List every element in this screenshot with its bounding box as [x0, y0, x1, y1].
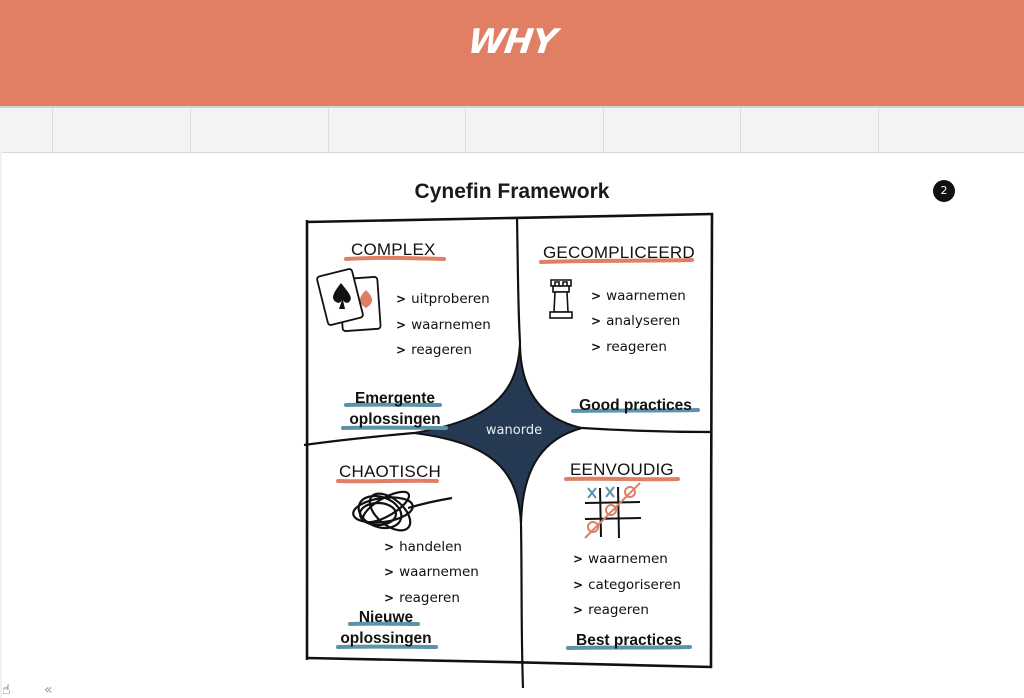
- divider-top: [517, 218, 520, 342]
- divider-bottom: [521, 525, 523, 688]
- arrow-icon: >: [384, 565, 394, 579]
- frame-bottom: [307, 658, 712, 667]
- quadrant-label-complicated: GECOMPLICEERD: [543, 243, 695, 263]
- list-item: >reageren: [591, 339, 667, 355]
- collapse-icon[interactable]: «: [44, 682, 53, 698]
- frame-left: [307, 220, 308, 660]
- arrow-icon: >: [384, 540, 394, 554]
- arrow-icon: >: [396, 292, 406, 306]
- list-item: >waarnemen: [591, 288, 686, 304]
- quadrant-label-chaotic: CHAOTISCH: [339, 462, 441, 482]
- thumb-icon[interactable]: ☝: [2, 682, 11, 698]
- arrow-icon: >: [573, 552, 583, 566]
- frame-top: [306, 214, 713, 222]
- playing-cards-icon: [316, 268, 380, 331]
- outcome-complicated: Good practices: [568, 395, 703, 416]
- list-item: >handelen: [384, 539, 462, 555]
- arrow-icon: >: [591, 314, 601, 328]
- quadrant-label-simple: EENVOUDIG: [570, 460, 674, 480]
- list-item: >uitproberen: [396, 291, 490, 307]
- arrow-icon: >: [396, 318, 406, 332]
- divider-right: [582, 428, 711, 432]
- tic-tac-toe-icon: [585, 483, 641, 538]
- arrow-icon: >: [573, 578, 583, 592]
- list-item: >reageren: [396, 342, 472, 358]
- outcome-complex: Emergente oplossingen: [340, 388, 450, 430]
- outcome-chaotic: Nieuwe oplossingen: [334, 607, 438, 649]
- list-item: >waarnemen: [573, 551, 668, 567]
- arrow-icon: >: [591, 340, 601, 354]
- arrow-icon: >: [396, 343, 406, 357]
- list-item: >reageren: [384, 590, 460, 606]
- list-item: >categoriseren: [573, 577, 681, 593]
- arrow-icon: >: [591, 289, 601, 303]
- divider-left: [304, 433, 414, 445]
- chess-rook-icon: [550, 280, 572, 318]
- quadrant-label-complex: COMPLEX: [351, 240, 436, 260]
- outcome-simple: Best practices: [563, 630, 695, 651]
- arrow-icon: >: [384, 591, 394, 605]
- list-item: >waarnemen: [384, 564, 479, 580]
- list-item: >analyseren: [591, 313, 680, 329]
- list-item: >waarnemen: [396, 317, 491, 333]
- scribble-icon: [352, 486, 452, 537]
- frame-right: [711, 213, 712, 668]
- list-item: >reageren: [573, 602, 649, 618]
- arrow-icon: >: [573, 603, 583, 617]
- disorder-label: wanorde: [474, 423, 554, 438]
